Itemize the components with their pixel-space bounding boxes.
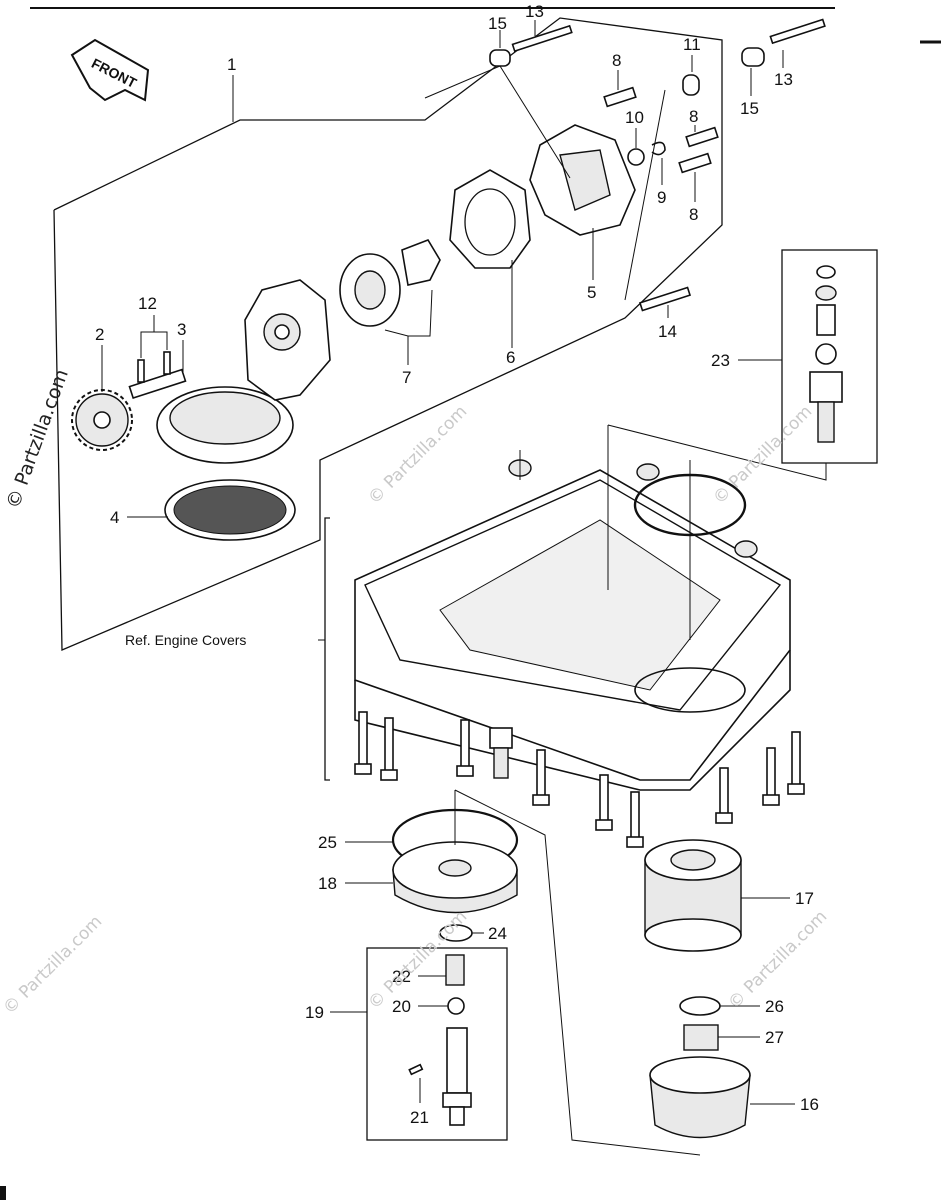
filter-cup: [649, 1056, 751, 1139]
long-bolt: [511, 24, 573, 53]
callout-8: 8: [689, 205, 698, 224]
leader-7: [384, 289, 433, 337]
collar: [489, 49, 511, 67]
dowel-pin: [137, 359, 145, 383]
oil-pan: [354, 469, 791, 791]
group-19-box: [366, 947, 508, 1141]
washer: [679, 996, 721, 1016]
pan-bolt: [456, 719, 474, 777]
callout-6: 6: [506, 348, 515, 367]
oil-strainer-screen: [164, 479, 296, 541]
bypass-spring: [445, 954, 465, 986]
pan-bolt: [626, 791, 644, 848]
callout-13: 13: [525, 2, 544, 21]
dowel-pin: [163, 351, 171, 375]
group-23-box: [781, 249, 878, 464]
callout-27: 27: [765, 1028, 784, 1047]
pan-bolt: [595, 774, 613, 831]
callout-16: 16: [800, 1095, 819, 1114]
oil-pump-gear: [71, 389, 133, 451]
circlip: [651, 141, 666, 156]
corner-mark: [0, 1186, 6, 1200]
filter-spring: [683, 1024, 719, 1051]
oil-seal: [636, 463, 660, 481]
pin: [408, 1063, 424, 1076]
oil-pump-body: [156, 279, 331, 464]
bolt: [685, 126, 719, 148]
callout-20: 20: [392, 997, 411, 1016]
leader-line: [424, 65, 571, 179]
callout-15: 15: [740, 99, 759, 118]
callout-1: 1: [227, 55, 236, 74]
oil-pan-bracket: [324, 517, 330, 781]
watermark: © Partzilla.com: [0, 912, 106, 1019]
reference-note: Ref. Engine Covers: [125, 632, 246, 648]
collar: [741, 47, 765, 67]
pan-bolt: [354, 711, 372, 775]
pan-bolt: [762, 747, 780, 806]
pump-cover: [529, 124, 636, 236]
relief-valve: [809, 265, 843, 443]
pump-rotor-outer: [339, 253, 401, 327]
pan-bolt: [787, 731, 805, 795]
drain-plug: [489, 727, 513, 779]
callout-14: 14: [658, 322, 677, 341]
pump-shaft: [128, 368, 187, 400]
bolt: [603, 86, 637, 108]
callout-18: 18: [318, 874, 337, 893]
callout-19: 19: [305, 1003, 324, 1022]
watermark: © Partzilla.com: [2, 366, 73, 511]
pan-bolt: [380, 717, 398, 781]
leader-line: [624, 89, 666, 301]
oil-seal: [734, 540, 758, 558]
group-1-outline: [53, 17, 723, 651]
callout-8: 8: [689, 107, 698, 126]
callout-17: 17: [795, 889, 814, 908]
check-ball: [447, 997, 465, 1015]
callout-10: 10: [625, 108, 644, 127]
long-bolt: [769, 18, 826, 45]
leader-12: [140, 331, 168, 358]
callout-13: 13: [774, 70, 793, 89]
callout-12: 12: [138, 294, 157, 313]
leader-line: [454, 789, 701, 1156]
callout-8: 8: [612, 51, 621, 70]
callout-11: 11: [683, 35, 701, 54]
oil-seal-washer: [627, 148, 645, 166]
callout-26: 26: [765, 997, 784, 1016]
pan-bolt: [715, 767, 733, 824]
collar: [682, 74, 700, 96]
callout-15: 15: [488, 14, 507, 33]
pan-bolt: [532, 749, 550, 806]
callout-5: 5: [587, 283, 596, 302]
callout-23: 23: [711, 351, 730, 370]
watermark: © Partzilla.com: [364, 402, 471, 509]
callout-2: 2: [95, 325, 104, 344]
oil-filter-element: [644, 839, 742, 952]
pump-rotor-inner: [401, 239, 441, 286]
bolt: [678, 152, 712, 174]
callout-3: 3: [177, 320, 186, 339]
callout-4: 4: [110, 508, 119, 527]
pump-cover-gasket: [449, 169, 531, 269]
leader-line: [607, 424, 827, 481]
bypass-valve-bolt: [442, 1027, 472, 1126]
bolt: [638, 286, 692, 312]
callout-25: 25: [318, 833, 337, 852]
callout-24: 24: [488, 924, 507, 943]
callout-22: 22: [392, 967, 411, 986]
front-arrow-icon: FRONT: [70, 38, 150, 102]
oil-filter-cover: [392, 841, 518, 914]
callout-7: 7: [402, 368, 411, 387]
callout-21: 21: [410, 1108, 429, 1127]
callout-9: 9: [657, 188, 666, 207]
